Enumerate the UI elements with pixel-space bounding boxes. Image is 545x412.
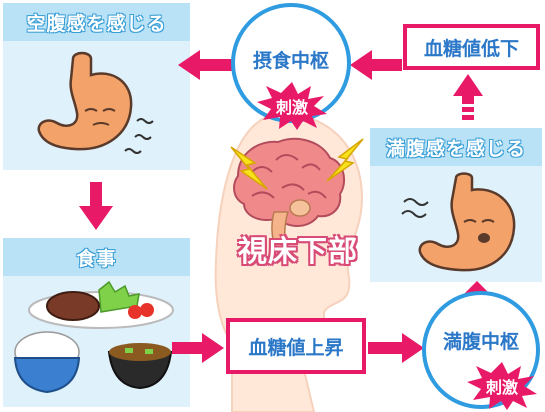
full-stomach-icon: [401, 172, 516, 272]
glucose-down-box: 血糖値低下: [403, 24, 540, 70]
satiety-stimulus-badge: 刺激: [467, 362, 537, 410]
glucose-down-label: 血糖値低下: [423, 37, 519, 60]
feeding-stimulus-text: 刺激: [275, 98, 308, 117]
arrow-glucose-down-to-feeding: [350, 50, 402, 80]
arrow-full-to-glucose-down: [453, 74, 483, 120]
arrow-meal-to-glucose-up: [172, 333, 224, 363]
glucose-up-label: 血糖値上昇: [248, 336, 344, 359]
arrow-feeding-to-hungry: [178, 50, 232, 80]
feeding-center-label: 摂食中枢: [252, 49, 329, 72]
panel-full-title: 満腹感を感じる: [370, 128, 542, 166]
arrow-glucose-up-to-satiety: [368, 333, 424, 363]
feeding-stimulus-badge: 刺激: [257, 82, 327, 130]
meal-illustration-icon: [13, 280, 174, 394]
hungry-stomach-icon: [37, 51, 154, 154]
panel-hungry: 空腹感を感じる: [3, 3, 190, 170]
lightning-left-icon: [230, 146, 268, 190]
arrow-hungry-to-meal: [79, 182, 113, 230]
panel-meal-title: 食事: [3, 238, 190, 276]
satiety-center-label: 満腹中枢: [442, 330, 519, 353]
panel-hungry-title: 空腹感を感じる: [3, 3, 190, 41]
satiety-stimulus-text: 刺激: [485, 378, 518, 397]
glucose-up-box: 血糖値上昇: [226, 318, 366, 374]
panel-full: 満腹感を感じる: [370, 128, 542, 282]
lightning-right-icon: [326, 138, 364, 182]
panel-meal: 食事: [3, 238, 190, 407]
hypothalamus-label: 視床下部: [238, 234, 359, 268]
